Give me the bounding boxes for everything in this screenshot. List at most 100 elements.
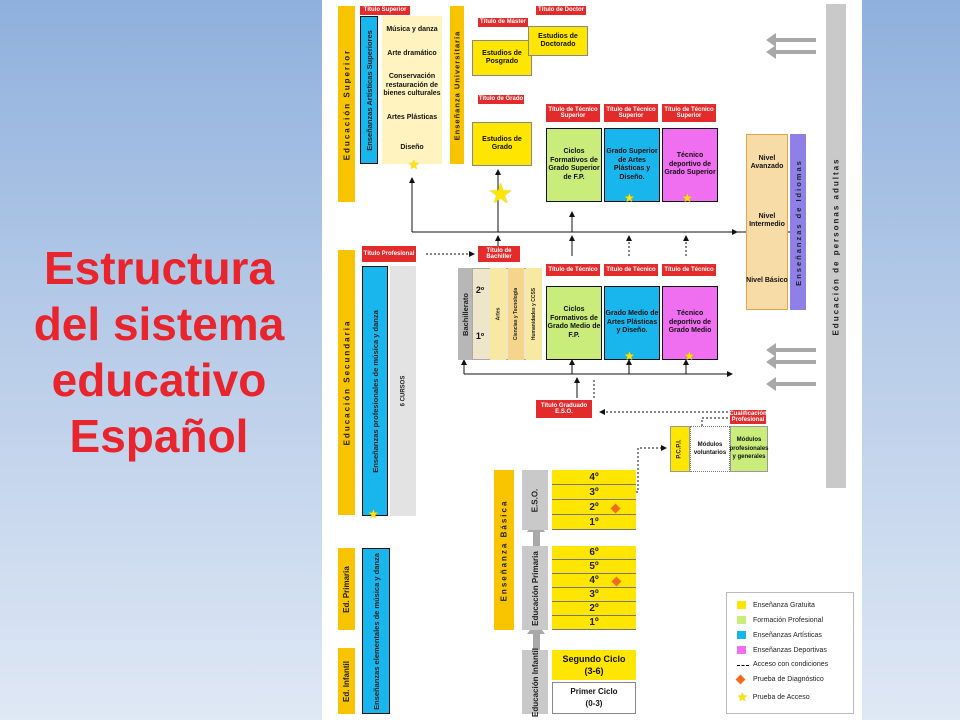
legend-item: Formación Profesional xyxy=(737,616,823,624)
pcpi-label: P.C.P.I. xyxy=(670,426,690,472)
label-titulo-tecnico-superior-3: Título de Técnico Superior xyxy=(662,104,716,122)
segundo-ciclo-edad: (3-6) xyxy=(584,665,604,676)
stage-ensenanzas-idiomas: Enseñanzas de Idiomas xyxy=(790,134,806,310)
label-titulo-tecnico-1: Título de Técnico xyxy=(546,264,600,276)
primaria-curso-2: 2º xyxy=(552,602,636,616)
stage-educacion-adultas: Educación de personas adultas xyxy=(826,4,846,488)
star-icon: ★ xyxy=(408,157,420,172)
nivel-intermedio: Nivel Intermedio xyxy=(749,212,785,229)
infantil-label: Educación Infantil xyxy=(522,648,548,716)
pcpi-modulos-voluntarios: Módulos voluntarios xyxy=(690,426,730,472)
star-icon: ★ xyxy=(624,191,635,205)
primer-ciclo-edad: (0-3) xyxy=(585,698,603,708)
primaria-curso-1: 1º xyxy=(552,616,636,630)
star-icon: ★ xyxy=(368,507,379,521)
primaria-label: Educación Primaria xyxy=(522,546,548,630)
star-icon: ★ xyxy=(682,191,693,205)
primaria-curso-5: 5º xyxy=(552,560,636,574)
nivel-avanzado: Nivel Avanzado xyxy=(750,154,784,171)
infantil-primer-ciclo: Primer Ciclo (0-3) xyxy=(552,682,636,714)
item-arte-dramatico: Arte dramático xyxy=(387,49,437,57)
education-system-diagram: Educación Superior Educación Secundaria … xyxy=(322,0,862,720)
label-titulo-graduado-eso: Título Graduado E.S.O. xyxy=(536,400,592,418)
legend-item: Acceso con condiciones xyxy=(737,661,828,668)
slide-title: Estructura del sistema educativo Español xyxy=(0,240,318,464)
legend-item: ★Prueba de Acceso xyxy=(737,690,810,704)
title-line-4: Español xyxy=(69,410,249,462)
bachillerato-curso-1: 1º xyxy=(475,330,485,341)
stage-educacion-secundaria: Educación Secundaria xyxy=(338,250,355,515)
label-cualificacion-profesional: Cualificación Profesional xyxy=(729,410,767,424)
artisticas-superiores-list xyxy=(382,16,442,164)
stage-ensenanza-universitaria: Enseñanza Universitaria xyxy=(450,6,464,164)
legend-swatch-green xyxy=(737,616,746,624)
eso-curso-3: 3º xyxy=(552,485,636,500)
bachillerato-label: Bachillerato xyxy=(458,268,472,360)
modalidad-humanidades: Humanidades y CCSS xyxy=(526,268,542,360)
title-line-3: educativo xyxy=(51,354,267,406)
modalidad-ciencias: Ciencias y Tecnología xyxy=(508,268,524,360)
item-artes-plasticas: Artes Plásticas xyxy=(386,113,438,121)
box-estudios-posgrado: Estudios de Posgrado xyxy=(472,40,532,76)
star-icon: ★ xyxy=(684,349,695,363)
box-tecnico-deportivo-superior: Técnico deportivo de Grado Superior xyxy=(662,128,718,202)
diamond-icon xyxy=(735,674,746,685)
legend-swatch-magenta xyxy=(737,646,746,654)
label-titulo-superior: Título Superior xyxy=(360,6,410,15)
primaria-curso-6: 6º xyxy=(552,546,636,560)
legend-item: Prueba de Diagnóstico xyxy=(735,674,824,685)
label-titulo-tecnico-superior-2: Título de Técnico Superior xyxy=(604,104,658,122)
box-estudios-doctorado: Estudios de Doctorado xyxy=(528,26,588,56)
label-titulo-doctor: Título de Doctor xyxy=(536,6,586,15)
ensenanzas-elementales-bar: Enseñanzas elementales de música y danza xyxy=(362,548,390,714)
modalidad-artes: Artes xyxy=(490,268,506,360)
stage-educacion-infantil: Ed. Infantil xyxy=(338,648,355,714)
primer-ciclo-label: Primer Ciclo xyxy=(570,686,618,696)
label-titulo-bachiller: Título de Bachiller xyxy=(478,246,520,262)
title-line-1: Estructura xyxy=(43,242,275,294)
segundo-ciclo-label: Segundo Ciclo xyxy=(562,653,626,664)
item-musica-danza: Música y danza xyxy=(386,25,438,33)
label-titulo-profesional: Título Profesional xyxy=(362,246,416,262)
idiomas-levels-panel xyxy=(746,134,788,310)
stage-ensenanza-basica: Enseñanza Básica xyxy=(494,470,514,630)
ensenanzas-profesionales-bar: Enseñanzas profesionales de música y dan… xyxy=(362,266,388,516)
artisticas-superiores-bar: Enseñanzas Artísticas Superiores xyxy=(360,16,378,164)
box-ciclos-grado-medio: Ciclos Formativos de Grado Medio de F.P. xyxy=(546,286,602,360)
eso-curso-2: 2º xyxy=(552,500,636,515)
legend-item: Enseñanzas Deportivas xyxy=(737,646,827,654)
star-icon: ★ xyxy=(624,349,635,363)
legend: Enseñanza Gratuita Formación Profesional… xyxy=(726,592,854,714)
nivel-basico: Nivel Básico xyxy=(746,276,788,284)
box-estudios-grado: Estudios de Grado xyxy=(472,122,532,166)
label-titulo-master: Título de Máster xyxy=(478,18,528,27)
star-icon-large: ★ xyxy=(488,178,514,209)
legend-swatch-yellow xyxy=(737,601,746,609)
stage-educacion-superior: Educación Superior xyxy=(338,6,355,202)
bachillerato-curso-2: 2º xyxy=(475,284,485,295)
eso-curso-4: 4º xyxy=(552,470,636,485)
label-titulo-tecnico-superior-1: Título de Técnico Superior xyxy=(546,104,600,122)
primaria-curso-3: 3º xyxy=(552,588,636,602)
box-ciclos-grado-superior: Ciclos Formativos de Grado Superior de F… xyxy=(546,128,602,202)
stage-educacion-primaria: Ed. Primaria xyxy=(338,548,355,630)
star-icon: ★ xyxy=(737,690,748,704)
seis-cursos-box: 6 CURSOS xyxy=(390,266,416,516)
item-conservacion: Conservación restauración de bienes cult… xyxy=(383,73,441,98)
label-titulo-tecnico-2: Título de Técnico xyxy=(604,264,658,276)
title-line-2: del sistema xyxy=(33,298,285,350)
box-tecnico-deportivo-medio: Técnico deportivo de Grado Medio xyxy=(662,286,718,360)
legend-item: Enseñanza Gratuita xyxy=(737,601,815,609)
infantil-segundo-ciclo: Segundo Ciclo (3-6) xyxy=(552,650,636,680)
box-artes-plasticas-superior: Grado Superior de Artes Plásticas y Dise… xyxy=(604,128,660,202)
eso-curso-1: 1º xyxy=(552,515,636,530)
eso-label: E.S.O. xyxy=(522,470,548,530)
dashed-arrow-icon xyxy=(737,664,749,666)
label-titulo-tecnico-3: Título de Técnico xyxy=(662,264,716,276)
legend-item: Enseñanzas Artísticas xyxy=(737,631,822,639)
box-artes-plasticas-medio: Grado Medio de Artes Plásticas y Diseño. xyxy=(604,286,660,360)
pcpi-modulos-generales: Módulos profesionales y generales xyxy=(730,426,769,472)
label-titulo-grado: Título de Grado xyxy=(478,95,524,104)
legend-swatch-cyan xyxy=(737,631,746,639)
primaria-curso-4: 4º xyxy=(552,574,636,588)
